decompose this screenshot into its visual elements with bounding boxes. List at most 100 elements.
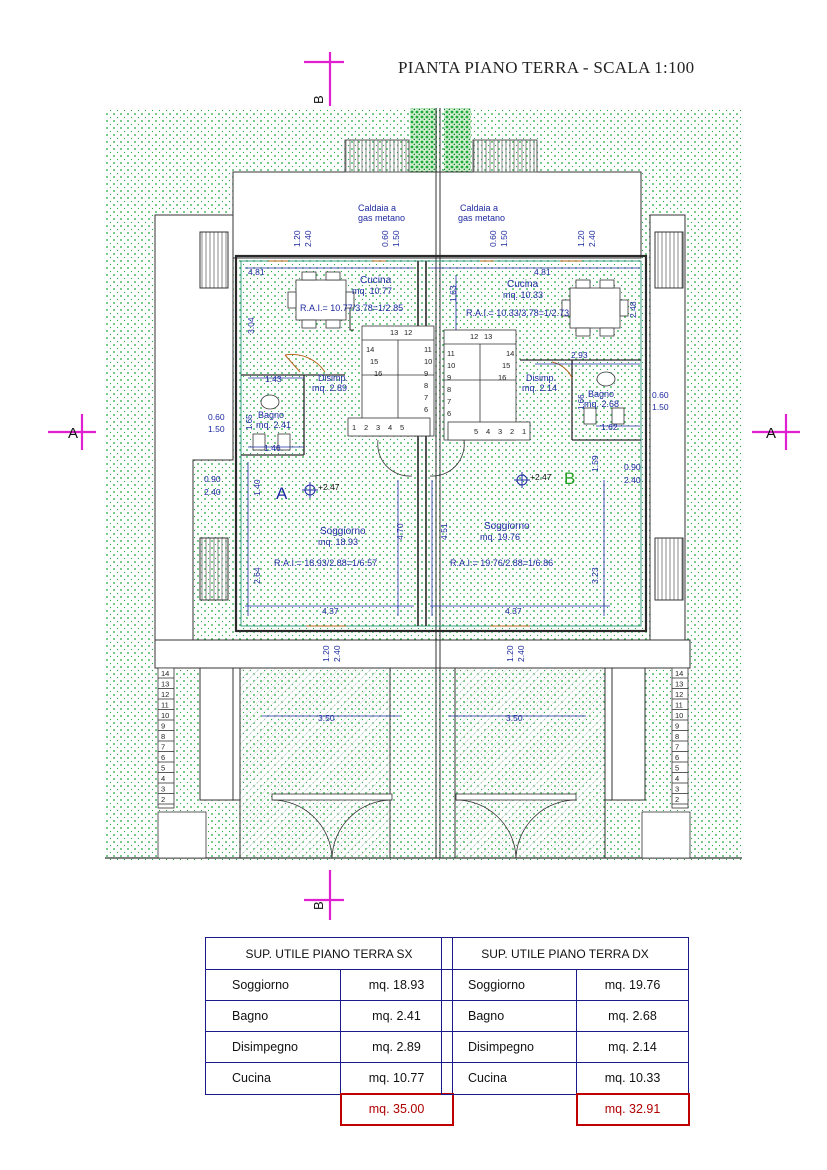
- room-area: mq. 18.93: [318, 537, 358, 547]
- boiler-label: Caldaia a: [358, 203, 396, 213]
- dimension-label: 2.48: [628, 301, 638, 318]
- internal-stair-b: [443, 329, 531, 441]
- rai-ratio: R.A.I.= 19.76/2.88=1/6.86: [450, 558, 553, 568]
- ext-step-number: 11: [161, 701, 169, 710]
- boiler-label: gas metano: [458, 213, 505, 223]
- dimension-label: 1.40: [252, 479, 262, 496]
- section-label-b: B: [311, 901, 326, 910]
- section-label-a: A: [766, 425, 776, 442]
- dimension-label: 3.50: [318, 713, 335, 723]
- room-area: mq. 10.33: [503, 290, 543, 300]
- table-sx-header: SUP. UTILE PIANO TERRA SX: [205, 937, 453, 970]
- room-name: Soggiorno: [484, 521, 530, 532]
- dimension-label: 3.04: [246, 317, 256, 334]
- dimension-label: 3.23: [590, 567, 600, 584]
- ext-step-number: 4: [675, 774, 679, 783]
- total-dx: mq. 32.91: [575, 1093, 690, 1126]
- ext-step-number: 5: [675, 764, 679, 773]
- stair-step-number: 6: [424, 405, 428, 414]
- garage-gates: [157, 793, 691, 859]
- ext-step-number: 4: [161, 774, 165, 783]
- stair-step-number: 3: [376, 423, 380, 432]
- ext-step-number: 13: [161, 680, 169, 689]
- ext-step-number: 10: [675, 711, 683, 720]
- ext-step-number: 14: [161, 669, 169, 678]
- window-dimension: 1.20: [292, 230, 302, 247]
- stair-step-number: 7: [447, 397, 451, 406]
- dimension-label: 1.66: [577, 394, 586, 410]
- table-dx-header: SUP. UTILE PIANO TERRA DX: [441, 937, 689, 970]
- window-dimension: 0.60: [208, 412, 225, 422]
- window-dimension: 0.90: [204, 474, 221, 484]
- window-dimension: 1.50: [391, 230, 401, 247]
- stair-step-number: 4: [486, 427, 490, 436]
- window-dimension: 1.50: [652, 402, 669, 412]
- unit-label-a: A: [276, 484, 288, 503]
- room-area: mq. 2.89: [312, 383, 347, 393]
- room-name: Disimp.: [318, 373, 348, 383]
- room-area: mq. 19.76: [480, 532, 520, 542]
- dimension-lines: [245, 267, 640, 717]
- ext-step-number: 10: [161, 711, 169, 720]
- room-area: mq. 2.41: [256, 420, 291, 430]
- ext-step-number: 14: [675, 669, 683, 678]
- dimension-label: 3.50: [506, 713, 523, 723]
- rai-ratio: R.A.I.= 18.93/2.88=1/6.57: [274, 558, 377, 568]
- window-dimension: 1.20: [576, 230, 586, 247]
- internal-stair-a: [347, 325, 435, 437]
- stair-step-number: 2: [510, 427, 514, 436]
- dimension-label: 1.46: [264, 443, 281, 453]
- room-area: mq. 2.14: [522, 383, 557, 393]
- entrance-landings: [377, 439, 465, 477]
- dimension-label: 1.63: [448, 285, 458, 302]
- window-dimension: 0.60: [652, 390, 669, 400]
- stair-step-number: 14: [506, 349, 514, 358]
- stair-step-number: 12: [404, 328, 412, 337]
- room-name: Soggiorno: [320, 526, 366, 537]
- ext-step-number: 8: [675, 732, 679, 741]
- window-dimension: 2.40: [516, 645, 526, 662]
- stair-step-number: 8: [447, 385, 451, 394]
- paving: [105, 108, 742, 859]
- window-dimension: 0.60: [488, 230, 498, 247]
- ext-step-number: 5: [161, 764, 165, 773]
- total-sx: mq. 35.00: [339, 1093, 454, 1126]
- room-name: Cucina: [360, 275, 392, 286]
- window-dimension: 2.40: [332, 645, 342, 662]
- unit-label-b: B: [564, 469, 575, 488]
- table-total-row: mq. 32.91: [442, 1093, 690, 1126]
- dimension-label: 2.93: [571, 350, 588, 360]
- room-name: Bagno: [588, 389, 614, 399]
- stair-step-number: 15: [370, 357, 378, 366]
- window-dimension: 2.40: [204, 487, 221, 497]
- room-name: Disimp.: [526, 373, 556, 383]
- stair-step-number: 7: [424, 393, 428, 402]
- dimension-label: 4.81: [534, 267, 551, 277]
- elevation-markers: [302, 472, 530, 498]
- window-dimension: 0.60: [380, 230, 390, 247]
- stair-step-number: 16: [374, 369, 382, 378]
- window-dimension: 2.40: [587, 230, 597, 247]
- window-dimension: 1.20: [505, 645, 515, 662]
- stair-step-number: 10: [424, 357, 432, 366]
- stair-step-number: 13: [390, 328, 398, 337]
- dimension-label: 4.81: [248, 267, 265, 277]
- stair-step-number: 9: [424, 369, 428, 378]
- stair-step-number: 10: [447, 361, 455, 370]
- stair-step-number: 5: [474, 427, 478, 436]
- window-dimension: 0.90: [624, 462, 641, 472]
- window-dimension: 2.40: [303, 230, 313, 247]
- window-dimension: 2.40: [624, 475, 641, 485]
- ext-step-number: 6: [675, 753, 679, 762]
- ext-step-number: 2: [161, 795, 165, 804]
- bathroom-fixtures: [252, 371, 625, 451]
